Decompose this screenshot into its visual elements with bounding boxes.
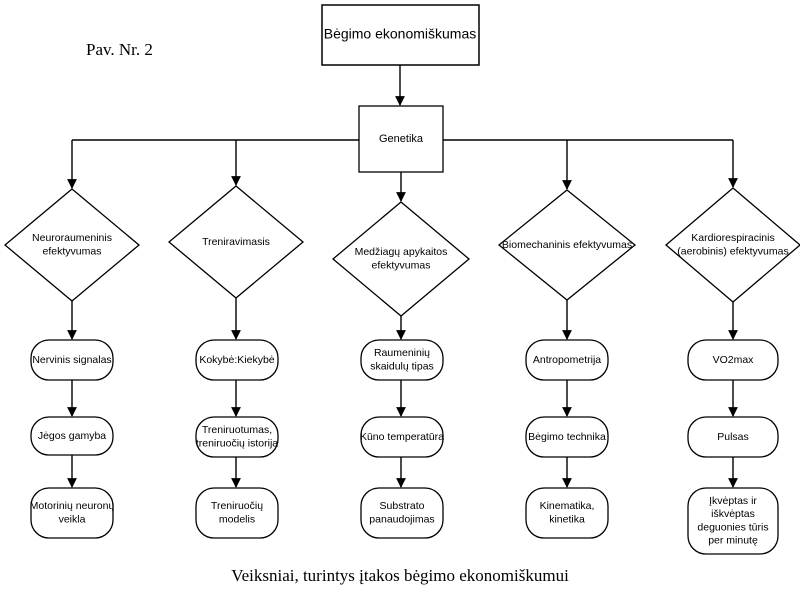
decision-node-neuro [3, 188, 141, 302]
decision-label-metabolic: Medžiagų apykaitos [355, 246, 448, 258]
step-label-metabolic-2: Kūno temperatūra [360, 431, 444, 443]
root-node [321, 4, 480, 66]
step-label-metabolic-3: panaudojimas [369, 513, 434, 525]
step-label-cardio-2: Pulsas [717, 431, 749, 443]
step-label-metabolic-1: Raumeninių [374, 347, 430, 359]
decision-node-training [167, 185, 305, 299]
step-label-neuro-3: veikla [59, 513, 86, 525]
step-label-neuro-1: Nervinis signalas [32, 354, 111, 366]
decision-label-cardio: Kardiorespiracinis [691, 232, 774, 244]
step-node-cardio-1 [687, 339, 779, 381]
step-node-neuro-3 [30, 487, 114, 539]
step-label-cardio-3: per minutę [708, 534, 758, 546]
genetics-node [358, 105, 444, 173]
step-node-metabolic-3 [360, 487, 444, 539]
decision-label-neuro: efektyvumas [43, 245, 102, 257]
step-label-training-3: modelis [219, 513, 255, 525]
step-label-neuro-2: Jėgos gamyba [38, 430, 106, 442]
step-node-training-3 [195, 487, 279, 539]
step-node-training-1 [195, 339, 279, 381]
step-node-cardio-2 [687, 416, 779, 458]
step-label-training-2: Treniruotumas, [202, 424, 272, 436]
step-label-biomech-3: Kinematika, [540, 500, 595, 512]
step-node-metabolic-2 [360, 416, 444, 458]
step-node-biomech-2 [525, 416, 609, 458]
genetics-node-label: Genetika [379, 133, 424, 145]
decision-label-training: Treniravimasis [202, 236, 270, 248]
decision-label-cardio: (aerobinis) efektyvumas [677, 245, 788, 257]
step-label-biomech-2: Bėgimo technika [528, 431, 606, 443]
step-node-neuro-1 [30, 339, 114, 381]
decision-label-biomech: Biomechaninis efektyvumas [502, 239, 632, 251]
decision-node-cardio [664, 187, 800, 303]
step-label-biomech-1: Antropometrija [533, 354, 601, 366]
step-node-biomech-3 [525, 487, 609, 539]
decision-label-neuro: Neuroraumeninis [32, 232, 112, 244]
step-label-training-1: Kokybė:Kiekybė [199, 354, 274, 366]
step-label-cardio-3: Įkvėptas ir [709, 495, 757, 507]
step-label-neuro-3: Motorinių neuronų [30, 500, 115, 512]
step-node-neuro-2 [30, 416, 114, 456]
step-node-biomech-1 [525, 339, 609, 381]
decision-node-biomech [497, 189, 637, 301]
step-label-cardio-3: deguonies tūris [697, 521, 768, 533]
step-node-training-2 [195, 416, 279, 458]
step-label-cardio-3: iškvėptas [711, 508, 755, 520]
step-node-metabolic-1 [360, 339, 444, 381]
figure-caption: Veiksniai, turintys įtakos bėgimo ekonom… [231, 566, 569, 585]
figure-label: Pav. Nr. 2 [86, 40, 153, 59]
step-label-training-2: treniruočių istorija [196, 437, 278, 449]
root-node-label: Bėgimo ekonomiškumas [324, 26, 477, 42]
step-label-metabolic-1: skaidulų tipas [370, 360, 434, 372]
decision-label-metabolic: efektyvumas [372, 259, 431, 271]
step-label-metabolic-3: Substrato [380, 500, 425, 512]
step-label-biomech-3: kinetika [549, 513, 585, 525]
decision-node-metabolic [331, 201, 471, 317]
step-node-cardio-3 [687, 487, 779, 555]
step-label-cardio-1: VO2max [713, 354, 755, 366]
step-label-training-3: Treniruočių [211, 500, 263, 512]
